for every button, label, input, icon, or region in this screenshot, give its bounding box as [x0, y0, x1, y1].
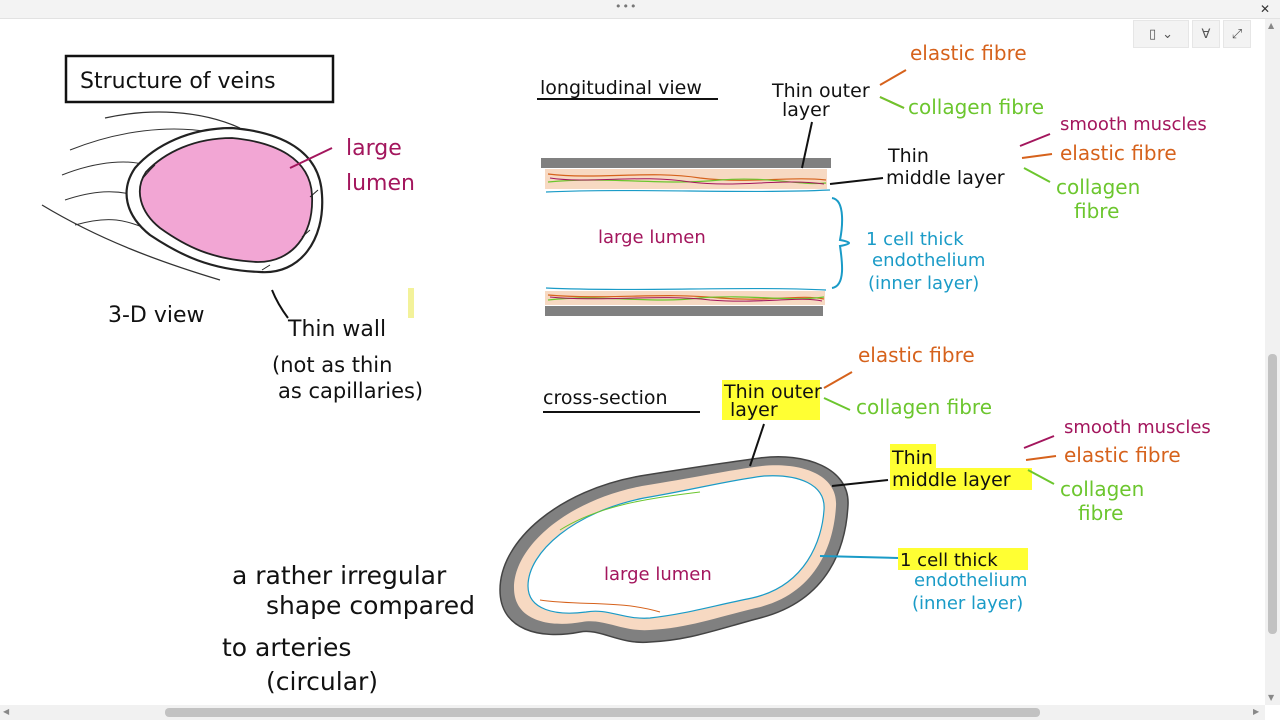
title-box [64, 54, 335, 104]
horizontal-scroll-thumb[interactable] [165, 708, 1040, 717]
cross-lumen-label: large lumen [604, 564, 712, 585]
three-d-view-label: 3-D view [108, 303, 205, 328]
longitudinal-vessel [541, 158, 831, 316]
cross-outer-line-1: Thin outer [723, 381, 822, 403]
window-title-bar: ••• ✕ [0, 0, 1280, 19]
cross-endo-pointer [819, 555, 899, 559]
long-collagen-label: collagen fibre [908, 95, 1044, 119]
cross-middle-highlight [890, 468, 1032, 490]
filter-icon: ∀ [1201, 26, 1211, 42]
wall-note-line-2: as capillaries) [278, 379, 423, 403]
long-endo-line-3: (inner layer) [868, 273, 979, 294]
vertical-scroll-thumb[interactable] [1268, 354, 1277, 634]
lumen-label-lumen: lumen [346, 171, 415, 196]
expand-icon: ⤢ [1231, 26, 1243, 42]
shape-note-line-2: shape compared [266, 591, 475, 620]
expand-button[interactable]: ⤢ [1223, 20, 1251, 48]
chevron-down-icon: ⌄ [1162, 26, 1174, 42]
cross-heading: cross-section [543, 387, 668, 409]
long-endo-line-1: 1 cell thick [866, 229, 964, 250]
vertical-scrollbar[interactable]: ▲ ▼ [1265, 19, 1280, 705]
long-collagen2-label-a: collagen [1056, 175, 1140, 199]
cross-collagen-label: collagen fibre [856, 395, 992, 419]
long-endo-line-2: endothelium [872, 250, 985, 271]
wall-note-line-1: (not as thin [272, 353, 392, 377]
cross-outer-pointer [749, 423, 765, 467]
shape-note-line-3: to arteries [222, 633, 351, 662]
longitudinal-lumen-label: large lumen [598, 227, 706, 248]
long-elastic-label: elastic fibre [910, 41, 1027, 65]
lumen-label-large: large [346, 136, 402, 161]
endothelium-bracket [831, 197, 850, 289]
filter-button[interactable]: ∀ [1192, 20, 1220, 48]
cross-collagen2-label-a: collagen [1060, 477, 1144, 501]
long-outer-pointer [801, 121, 813, 169]
drawing-canvas: Structure of veins large lumen 3-D view … [41, 41, 1211, 696]
longitudinal-heading: longitudinal view [540, 77, 702, 99]
cross-middle-pointer [831, 479, 889, 487]
scroll-down-icon[interactable]: ▼ [1268, 693, 1275, 702]
cross-outer-highlight [722, 380, 820, 420]
cross-endo-highlight [898, 548, 1028, 570]
cross-middle-line-1: Thin [891, 447, 933, 469]
cross-smooth-label: smooth muscles [1064, 417, 1211, 438]
close-icon[interactable]: ✕ [1259, 2, 1271, 16]
diagram-title: Structure of veins [80, 69, 276, 94]
long-outer-line-2: layer [782, 99, 830, 121]
long-collagen2-label-b: fibre [1074, 199, 1119, 223]
cross-outer-line-2: layer [730, 399, 778, 421]
long-outer-line-1: Thin outer [771, 80, 870, 102]
long-smooth-label: smooth muscles [1060, 114, 1207, 135]
vein-3d-drawing [41, 111, 333, 319]
shape-note-line-1: a rather irregular [232, 561, 447, 590]
cross-middle-line-2: middle layer [892, 469, 1011, 491]
long-elastic2-label: elastic fibre [1060, 141, 1177, 165]
scroll-up-icon[interactable]: ▲ [1268, 21, 1275, 30]
cross-section-vessel [499, 456, 849, 644]
panel-view-button[interactable]: ▯ ⌄ [1133, 20, 1189, 48]
cross-elastic-label: elastic fibre [858, 343, 975, 367]
cross-endo-line-1: 1 cell thick [900, 550, 998, 571]
thin-wall-label: Thin wall [287, 317, 386, 342]
shape-note-line-4: (circular) [266, 667, 378, 696]
scroll-left-icon[interactable]: ◀ [3, 707, 10, 716]
cross-elastic2-label: elastic fibre [1064, 443, 1181, 467]
drag-grip-icon[interactable]: ••• [615, 0, 638, 13]
cross-endo-line-2: endothelium [914, 570, 1027, 591]
long-middle-line-2: middle layer [886, 167, 1005, 189]
cross-endo-line-3: (inner layer) [912, 593, 1023, 614]
scroll-right-icon[interactable]: ▶ [1253, 707, 1260, 716]
long-middle-pointer [829, 177, 884, 185]
cursor-marker [408, 288, 414, 318]
horizontal-scrollbar[interactable]: ◀ ▶ [0, 705, 1265, 720]
cross-collagen2-label-b: fibre [1078, 501, 1123, 525]
panel-icon: ▯ [1148, 26, 1157, 42]
long-middle-line-1: Thin [887, 145, 929, 167]
